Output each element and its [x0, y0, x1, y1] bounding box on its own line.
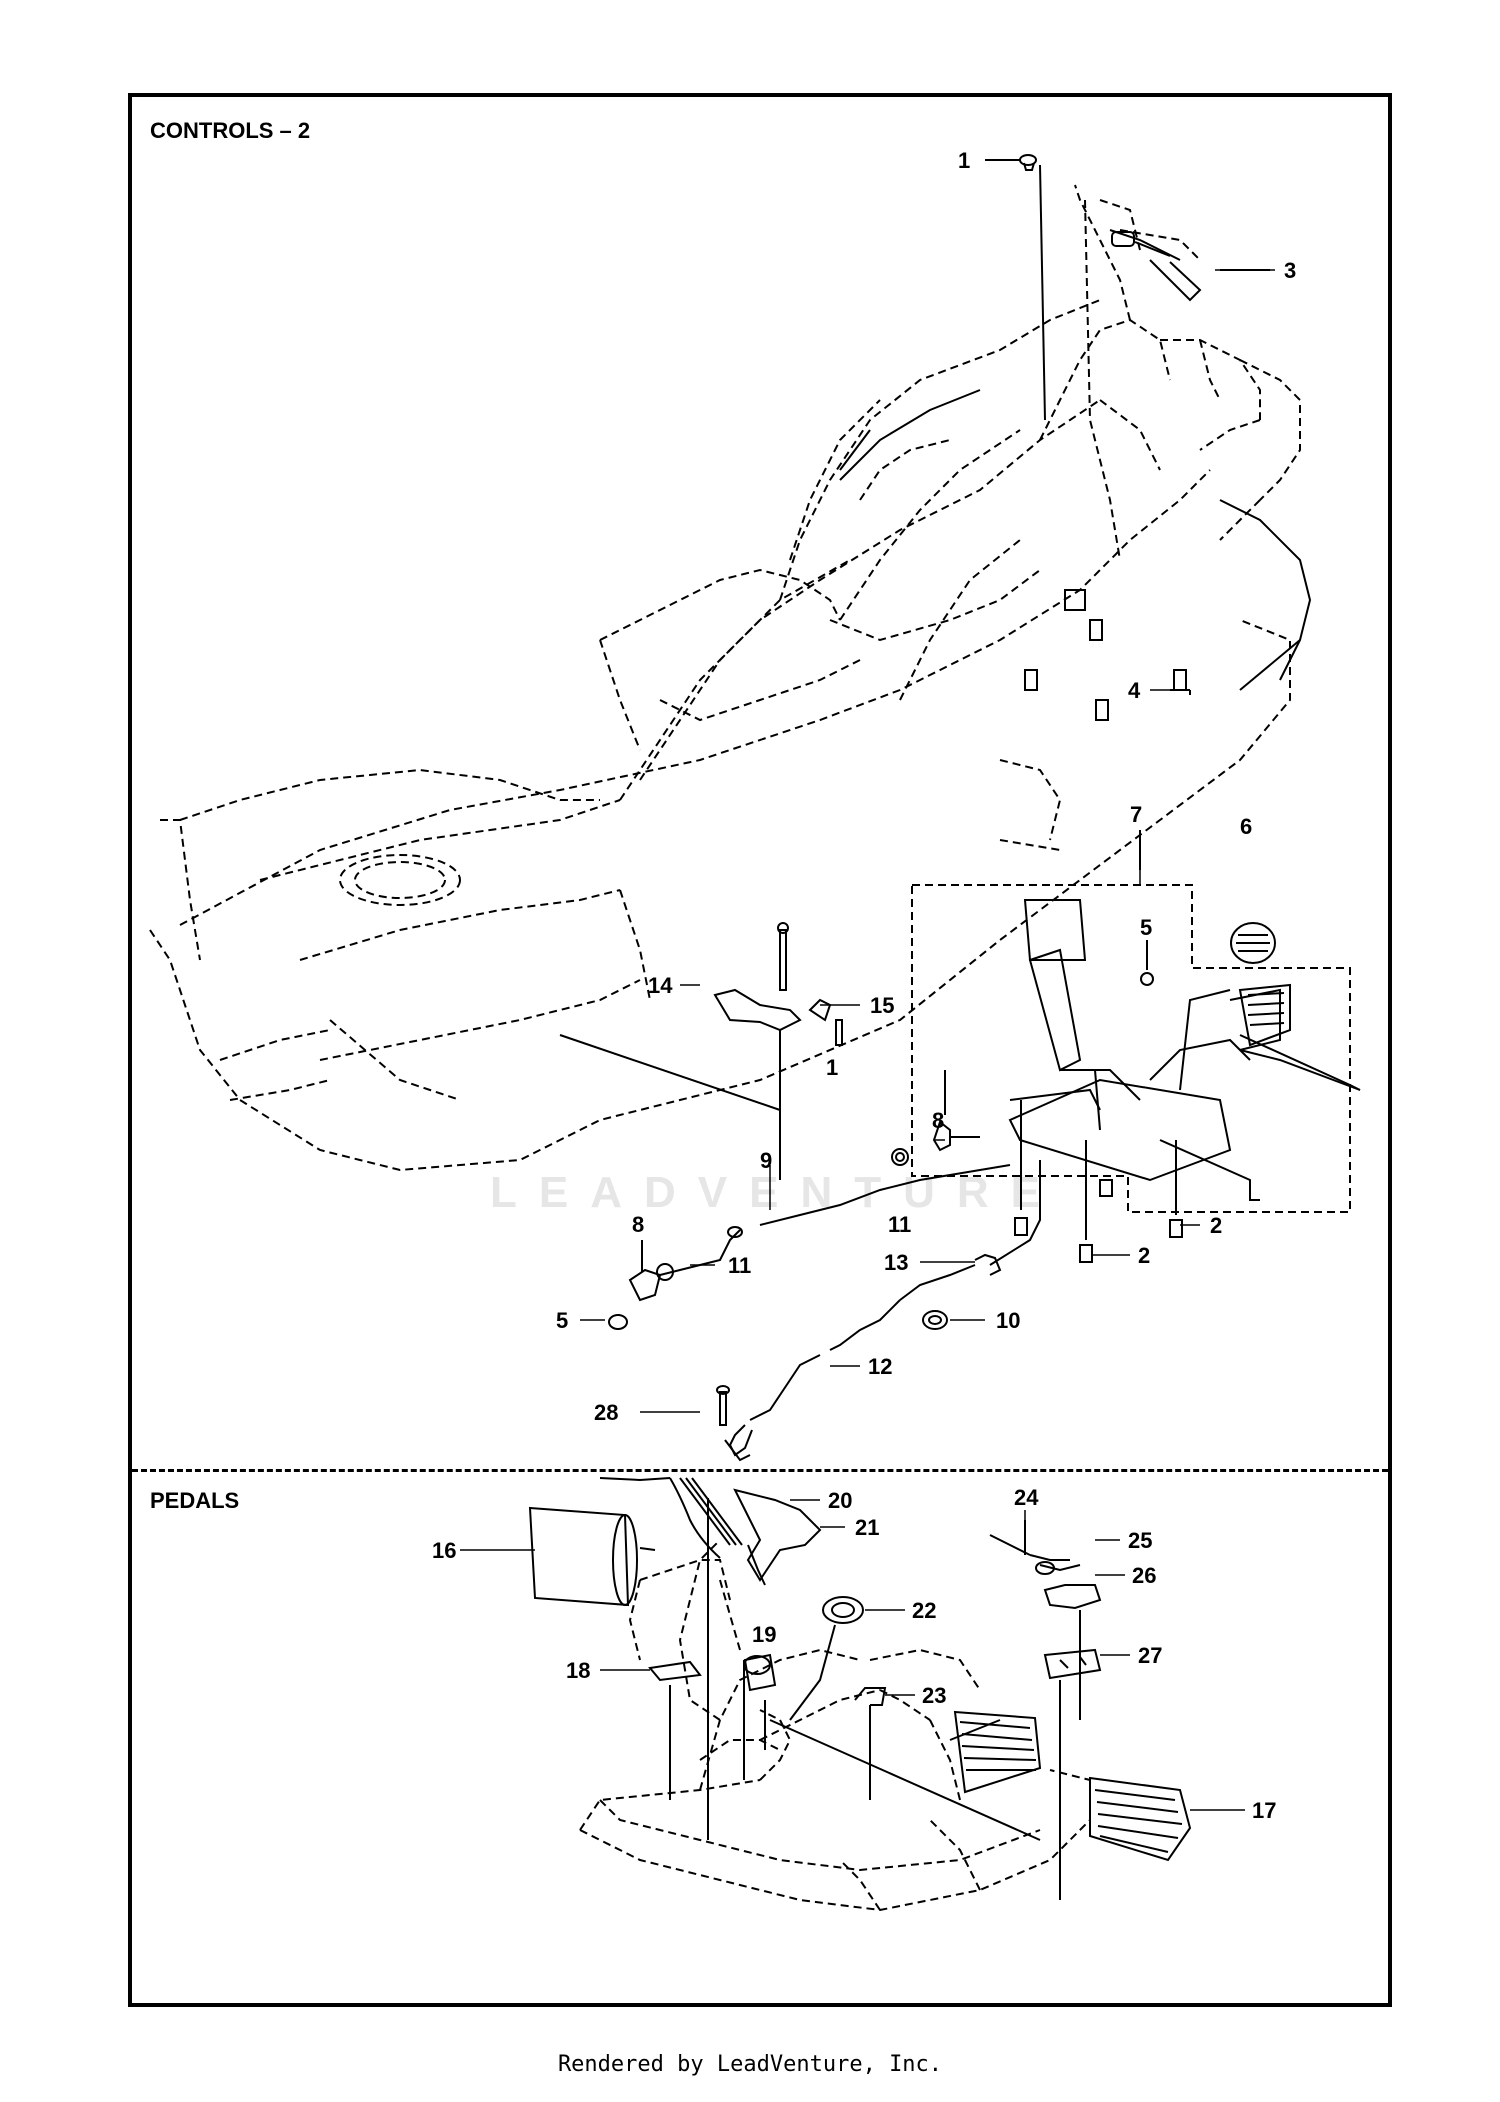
callout-10: 10 [996, 1308, 1020, 1333]
tractor-frame [149, 184, 1301, 1172]
callout-13: 13 [884, 1250, 908, 1275]
part-12-cable [724, 1299, 901, 1462]
part-24-25-switch [989, 1520, 1081, 1575]
callout-23: 23 [922, 1683, 946, 1708]
part-10-bushing [922, 1310, 948, 1330]
callout-16: 16 [432, 1538, 456, 1563]
callout-2-b: 2 [1138, 1243, 1150, 1268]
callout-11-b: 11 [728, 1253, 751, 1278]
frame-tubes [839, 389, 1312, 691]
callout-11-a: 11 [888, 1212, 911, 1237]
callout-24: 24 [1014, 1485, 1039, 1510]
callout-15: 15 [870, 993, 894, 1018]
callout-12: 12 [868, 1354, 892, 1379]
callout-14: 14 [648, 973, 673, 998]
part-3-bracket [1109, 229, 1202, 302]
part-16-sleeve [528, 1506, 656, 1607]
diagram-frame [128, 93, 1392, 2007]
callout-2-a: 2 [1210, 1213, 1222, 1238]
controls-section-title: CONTROLS – 2 [150, 118, 311, 143]
part-13-cable-end [899, 1160, 1041, 1301]
callout-5-bottom: 5 [556, 1308, 568, 1333]
callout-1-top: 1 [958, 148, 970, 173]
callout-17: 17 [1252, 1798, 1276, 1823]
part-6-pad [1230, 922, 1276, 964]
part-23-clip [854, 1687, 887, 1800]
part-20-spring [599, 1477, 743, 1559]
callout-8-right: 8 [932, 1108, 944, 1133]
callout-21: 21 [855, 1515, 879, 1540]
pedals-leader-lines [669, 1498, 1061, 1900]
part-27-block [1043, 1648, 1102, 1680]
callout-leaders [460, 159, 1275, 1811]
part-18-pad [648, 1660, 702, 1682]
callout-5-top: 5 [1140, 915, 1152, 940]
pedal-assembly-upper [1008, 899, 1361, 1201]
callout-6: 6 [1240, 814, 1252, 839]
part-4-fasteners [1024, 619, 1187, 721]
callout-27: 27 [1138, 1643, 1162, 1668]
part-9-cable [659, 1164, 1011, 1276]
callout-8-left: 8 [632, 1212, 644, 1237]
part-5-bottom-nut [608, 1314, 628, 1330]
footer-credit: Rendered by LeadVenture, Inc. [557, 2052, 943, 2077]
callout-20: 20 [828, 1488, 852, 1513]
part-14-bracket [559, 922, 843, 1180]
pedals-section-title: PEDALS [150, 1488, 240, 1513]
part-8-left-rod-end [628, 1240, 662, 1302]
callout-26: 26 [1132, 1563, 1156, 1588]
steering-bracket [1084, 199, 1201, 561]
part-8-right-rod-end [932, 1070, 980, 1152]
callout-1-mid: 1 [826, 1055, 838, 1080]
part-22-bushing [822, 1596, 864, 1624]
part-21-bracket [733, 1488, 822, 1586]
leader-lines [985, 159, 1270, 870]
part-17-pedal-pads [953, 1710, 1192, 1862]
section-divider [132, 1469, 1388, 1472]
pedals-base [579, 1539, 1091, 1912]
callout-9: 9 [760, 1148, 772, 1173]
callout-4: 4 [1128, 678, 1141, 703]
callout-7: 7 [1130, 802, 1142, 827]
assembly-7-box [911, 884, 1351, 1213]
callout-labels: 1 3 4 7 6 5 14 15 1 8 9 11 8 11 13 2 2 5… [432, 148, 1296, 1823]
part-26-bracket [1043, 1584, 1102, 1720]
part-19-spacer [743, 1653, 777, 1692]
callout-18: 18 [566, 1658, 590, 1683]
callout-25: 25 [1128, 1528, 1152, 1553]
part-1-top-screw [1019, 154, 1037, 171]
pedal-pad-right [1238, 983, 1291, 1047]
callout-3: 3 [1284, 258, 1296, 283]
part-28-pin [716, 1385, 730, 1426]
part-11-nuts [656, 1148, 909, 1281]
part-2-bolts [1014, 1100, 1183, 1263]
callout-22: 22 [912, 1598, 936, 1623]
callout-28: 28 [594, 1400, 618, 1425]
part-5-top-nut [1140, 940, 1154, 986]
callout-19: 19 [752, 1622, 776, 1647]
